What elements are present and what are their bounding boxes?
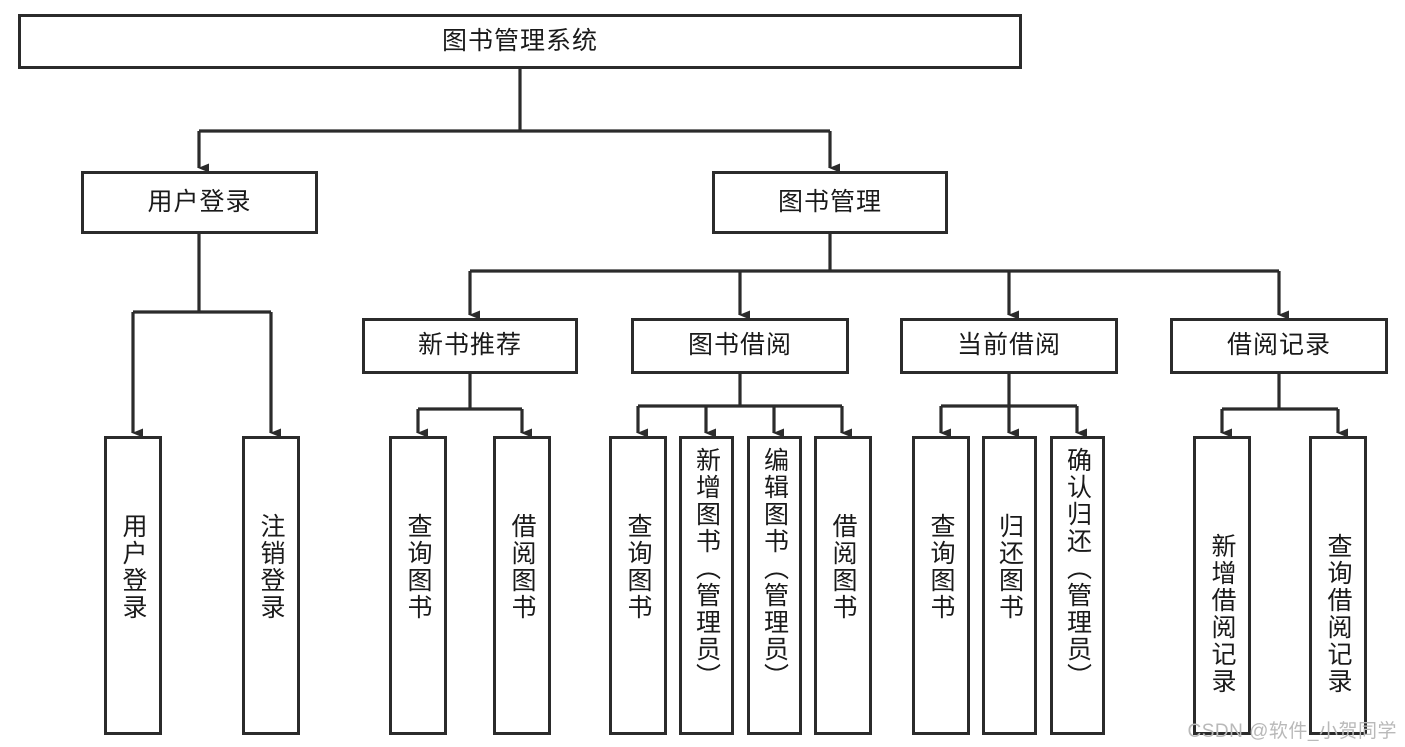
leaf-query-record[interactable]: 查询借阅记录 xyxy=(1309,436,1367,735)
leaf-add-book-label: 新增图书（管理员） xyxy=(692,447,721,690)
leaf-borrow-book-2[interactable]: 借阅图书 xyxy=(814,436,872,735)
leaf-confirm-return-label: 确认归还（管理员） xyxy=(1063,447,1092,690)
leaf-edit-book-label: 编辑图书（管理员） xyxy=(760,447,789,690)
node-book-manage-label: 图书管理 xyxy=(777,187,882,216)
leaf-return-book-label: 归还图书 xyxy=(995,513,1024,621)
node-new-book-recommend[interactable]: 新书推荐 xyxy=(362,318,578,374)
leaf-query-book-1[interactable]: 查询图书 xyxy=(389,436,447,735)
leaf-query-book-3-label: 查询图书 xyxy=(927,513,955,621)
leaf-query-book-2-label: 查询图书 xyxy=(624,513,652,621)
node-book-borrow-label: 图书借阅 xyxy=(687,331,792,360)
watermark: CSDN @软件_小贺同学 xyxy=(1187,721,1397,742)
leaf-query-book-1-label: 查询图书 xyxy=(404,513,432,621)
leaf-confirm-return[interactable]: 确认归还（管理员） xyxy=(1050,436,1105,735)
node-current-borrow-label: 当前借阅 xyxy=(956,331,1061,360)
node-borrow-record-label: 借阅记录 xyxy=(1226,331,1331,360)
leaf-query-book-2[interactable]: 查询图书 xyxy=(609,436,667,735)
node-user-login-label: 用户登录 xyxy=(147,187,252,216)
leaf-user-login-label: 用户登录 xyxy=(119,513,147,621)
leaf-return-book[interactable]: 归还图书 xyxy=(982,436,1037,735)
leaf-query-book-3[interactable]: 查询图书 xyxy=(912,436,970,735)
leaf-user-logout[interactable]: 注销登录 xyxy=(242,436,300,735)
node-root-label: 图书管理系统 xyxy=(441,26,598,55)
leaf-add-book[interactable]: 新增图书（管理员） xyxy=(679,436,734,735)
node-current-borrow[interactable]: 当前借阅 xyxy=(900,318,1118,374)
node-new-book-recommend-label: 新书推荐 xyxy=(417,331,522,360)
leaf-user-logout-label: 注销登录 xyxy=(257,513,285,621)
leaf-borrow-book-1-label: 借阅图书 xyxy=(508,513,536,621)
node-book-borrow[interactable]: 图书借阅 xyxy=(631,318,849,374)
node-root[interactable]: 图书管理系统 xyxy=(18,14,1022,69)
node-user-login[interactable]: 用户登录 xyxy=(81,171,318,234)
node-borrow-record[interactable]: 借阅记录 xyxy=(1170,318,1388,374)
leaf-query-record-label: 查询借阅记录 xyxy=(1324,533,1352,695)
leaf-add-record[interactable]: 新增借阅记录 xyxy=(1193,436,1251,735)
leaf-add-record-label: 新增借阅记录 xyxy=(1208,533,1236,695)
leaf-borrow-book-1[interactable]: 借阅图书 xyxy=(493,436,551,735)
leaf-user-login[interactable]: 用户登录 xyxy=(104,436,162,735)
node-book-manage[interactable]: 图书管理 xyxy=(712,171,948,234)
leaf-borrow-book-2-label: 借阅图书 xyxy=(829,513,857,621)
leaf-edit-book[interactable]: 编辑图书（管理员） xyxy=(747,436,802,735)
